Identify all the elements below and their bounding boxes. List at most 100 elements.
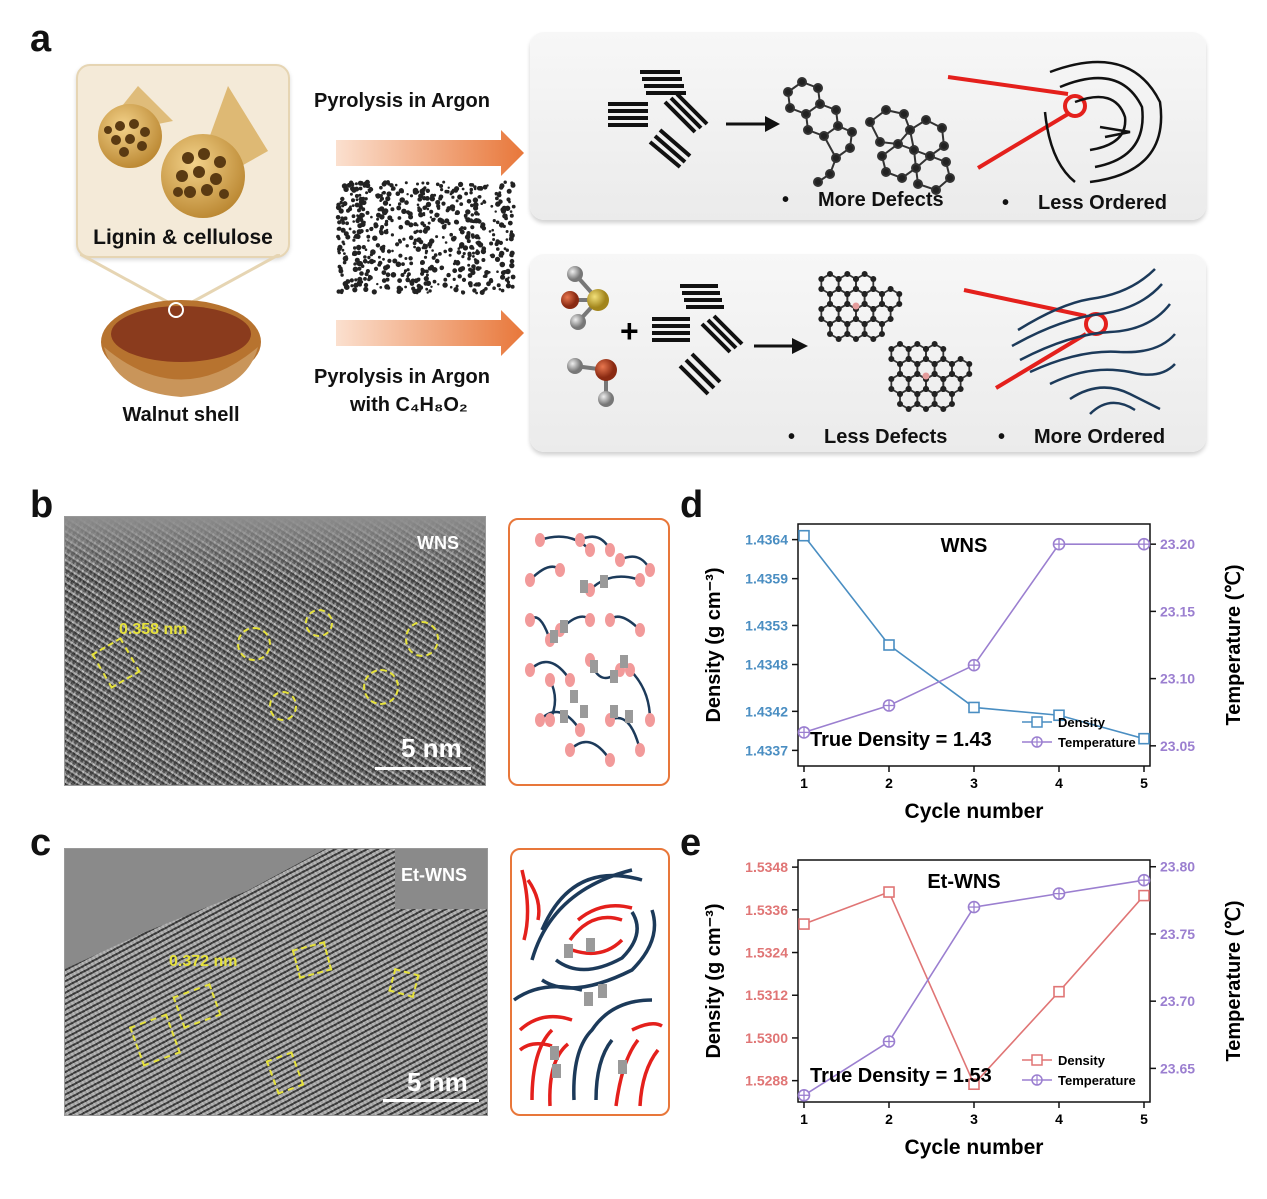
particle bbox=[451, 195, 455, 199]
carbon-atom bbox=[931, 391, 938, 397]
particle bbox=[408, 256, 413, 261]
carbon-atom bbox=[835, 286, 842, 292]
particle bbox=[336, 227, 341, 231]
particle bbox=[508, 236, 514, 242]
particle bbox=[349, 278, 354, 283]
particle bbox=[412, 288, 418, 295]
particle bbox=[467, 256, 471, 261]
particle bbox=[496, 270, 499, 273]
carbon-atom bbox=[835, 316, 842, 322]
carbon-atom bbox=[948, 401, 955, 407]
particle bbox=[358, 282, 362, 287]
legend-marker bbox=[1031, 716, 1043, 728]
density-point bbox=[968, 1078, 980, 1091]
particle bbox=[337, 246, 342, 252]
defect-site bbox=[635, 623, 645, 637]
material-label: Lignin & cellulose bbox=[93, 226, 273, 249]
temperature-point bbox=[797, 726, 811, 739]
particle bbox=[405, 277, 411, 283]
particle bbox=[466, 239, 471, 244]
bottom-bullet1: Less Defects bbox=[824, 426, 948, 448]
particle bbox=[398, 240, 402, 244]
particle bbox=[382, 257, 385, 261]
particle bbox=[480, 202, 483, 205]
particle bbox=[474, 259, 480, 265]
particle bbox=[399, 197, 405, 203]
x-tick-label: 4 bbox=[1055, 1111, 1063, 1127]
particle bbox=[418, 229, 423, 234]
particle bbox=[470, 270, 476, 276]
particle bbox=[403, 271, 406, 275]
particle bbox=[505, 230, 509, 233]
top-bullet2-dot: • bbox=[1002, 192, 1010, 214]
pore bbox=[625, 710, 633, 723]
particle bbox=[366, 234, 371, 239]
route1-label: Pyrolysis in Argon bbox=[314, 90, 490, 112]
particle bbox=[365, 210, 370, 215]
particle bbox=[472, 267, 476, 271]
carbon-atom bbox=[922, 386, 929, 392]
x-tick-label: 3 bbox=[970, 775, 978, 791]
particle bbox=[413, 245, 416, 249]
particle bbox=[354, 278, 358, 282]
particle bbox=[472, 289, 477, 293]
particle bbox=[409, 261, 414, 266]
particle bbox=[337, 251, 341, 255]
particle bbox=[442, 282, 448, 288]
y-tick-label: 1.4359 bbox=[745, 571, 788, 587]
particle bbox=[378, 260, 383, 266]
particle bbox=[356, 260, 362, 267]
particle bbox=[345, 234, 351, 240]
lattice-marker bbox=[237, 627, 271, 661]
carbon-atom bbox=[940, 376, 947, 382]
carbon-atom bbox=[931, 361, 938, 367]
temperature-point bbox=[882, 1035, 896, 1048]
ethyl-acetate-structure-illustration: + bbox=[561, 266, 1176, 415]
particle bbox=[429, 196, 435, 202]
particle bbox=[397, 278, 402, 283]
carbon-atom bbox=[844, 301, 851, 307]
particle bbox=[492, 238, 496, 241]
particle bbox=[408, 214, 414, 220]
particle bbox=[509, 213, 514, 218]
y-axis-label: Density (g cm⁻³) bbox=[703, 567, 725, 722]
particle bbox=[384, 219, 389, 224]
particle bbox=[416, 182, 419, 186]
particle bbox=[448, 247, 453, 253]
carbon-atom bbox=[888, 386, 895, 392]
particle bbox=[342, 242, 346, 246]
temperature-point bbox=[967, 900, 981, 914]
particle bbox=[377, 255, 381, 259]
particle bbox=[356, 230, 360, 233]
carbon-atom bbox=[940, 356, 947, 362]
carbon-atom bbox=[878, 291, 885, 297]
carbon-atom bbox=[905, 406, 912, 412]
bottom-bullet1-dot: • bbox=[788, 426, 796, 448]
particle bbox=[458, 267, 464, 273]
particle bbox=[376, 217, 380, 221]
defect-site bbox=[645, 563, 655, 577]
carbon-atom bbox=[914, 361, 921, 367]
chart-title: Et-WNS bbox=[927, 871, 1000, 893]
tem-sample-label-et-wns: Et-WNS bbox=[401, 865, 467, 885]
particle bbox=[371, 289, 377, 295]
particle bbox=[387, 215, 393, 221]
lattice-spacing-et-wns: 0.372 nm bbox=[169, 953, 238, 970]
carbon-atom bbox=[827, 301, 833, 307]
particle bbox=[483, 274, 488, 278]
particle bbox=[457, 274, 462, 279]
particle bbox=[402, 237, 406, 241]
particle bbox=[356, 214, 359, 217]
particle bbox=[470, 233, 475, 238]
route2-arrow bbox=[336, 310, 524, 356]
particle bbox=[425, 188, 430, 193]
particle bbox=[375, 193, 381, 199]
particle bbox=[363, 255, 367, 259]
particle bbox=[337, 220, 342, 225]
particle bbox=[424, 205, 428, 209]
top-bullet2: Less Ordered bbox=[1038, 192, 1167, 214]
particle bbox=[370, 215, 373, 219]
particle bbox=[364, 248, 368, 251]
carbon-atom bbox=[870, 286, 877, 292]
carbon-atom bbox=[905, 376, 912, 382]
